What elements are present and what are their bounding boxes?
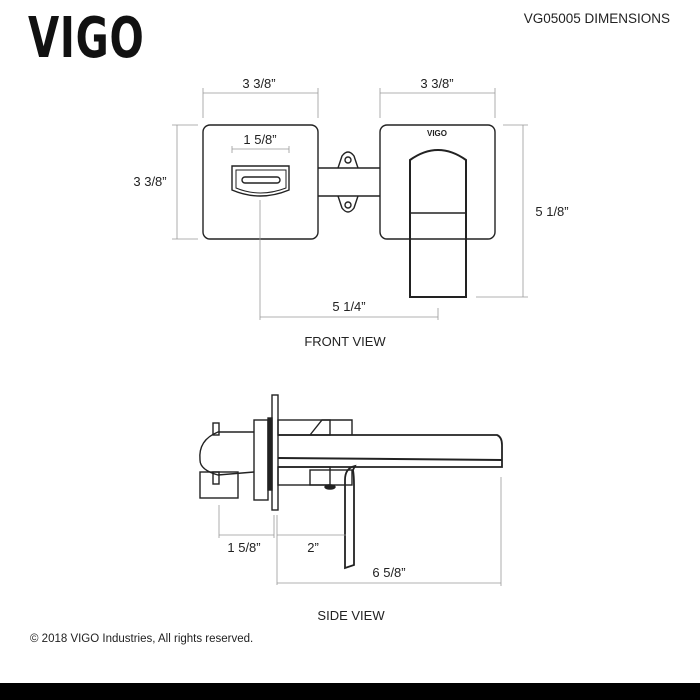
copyright: © 2018 VIGO Industries, All rights reser… (30, 633, 254, 645)
side-view-label: SIDE VIEW (317, 608, 385, 623)
page-title: VG05005 DIMENSIONS (523, 11, 670, 26)
spout (278, 434, 503, 468)
dim-center-spacing: 5 1/4” (332, 299, 366, 314)
dim-right-plate-width: 3 3/8” (420, 76, 454, 91)
plate-logo: VIGO (426, 129, 448, 138)
dim-overall-height: 5 1/8” (535, 204, 569, 219)
front-view-label: FRONT VIEW (304, 334, 386, 349)
footer-bar (0, 683, 700, 700)
faucet-handle (409, 149, 467, 298)
dim-left-plate-width: 3 3/8” (242, 76, 276, 91)
valve-body (199, 431, 255, 476)
dim-lever-offset: 2” (307, 540, 319, 555)
mount-ear-bottom (337, 195, 359, 213)
wall-flange (271, 394, 279, 511)
dim-spout-reach: 6 5/8” (372, 565, 406, 580)
mount-ear-top (337, 151, 359, 169)
front-view-drawing (172, 88, 528, 320)
dim-rear-depth: 1 5/8” (227, 540, 261, 555)
dim-plate-height: 3 3/8” (133, 174, 167, 189)
side-dimension-lines (218, 477, 502, 586)
right-plate (379, 124, 496, 240)
diverter-knob (231, 165, 290, 197)
front-dimension-lines (172, 88, 528, 320)
lever-handle (344, 464, 357, 570)
left-plate (202, 124, 319, 240)
side-view-drawing (199, 394, 503, 586)
vigo-logo: VIGO (28, 6, 145, 71)
dim-knob-width: 1 5/8” (243, 132, 277, 147)
